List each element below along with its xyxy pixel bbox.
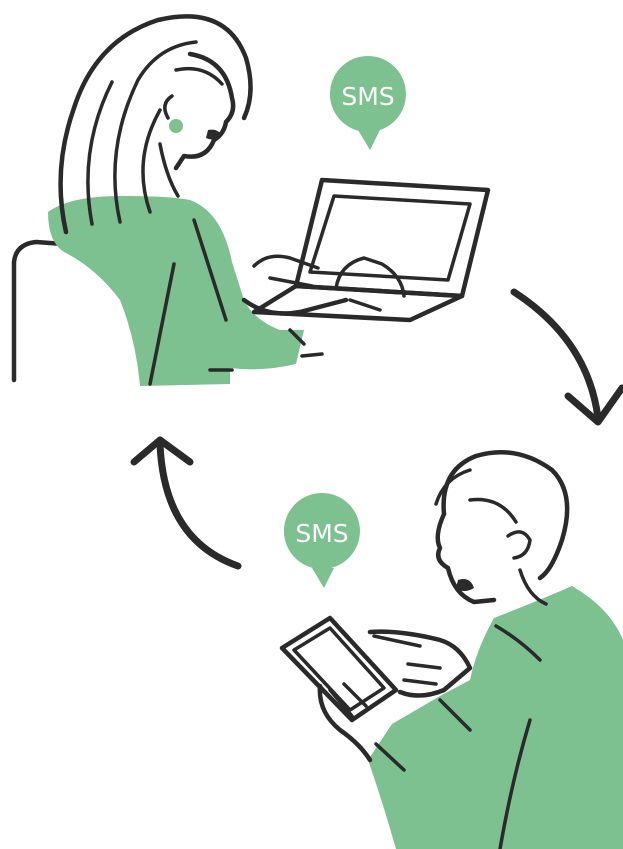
sms-bubble-bottom: SMS bbox=[284, 493, 360, 588]
man-mouth bbox=[456, 579, 474, 591]
woman-with-laptop bbox=[14, 16, 488, 386]
chair-back bbox=[14, 242, 64, 380]
arrow-clockwise-icon bbox=[514, 292, 622, 422]
laptop-screen-inner bbox=[310, 196, 470, 280]
arrow-counterclockwise-icon bbox=[134, 440, 238, 566]
woman-sweater bbox=[48, 196, 304, 386]
man-hair bbox=[444, 452, 568, 578]
man-hand-pointing bbox=[370, 632, 470, 696]
woman-hand-left bbox=[254, 256, 318, 286]
sms-label-bottom: SMS bbox=[295, 519, 348, 548]
sms-bubble-top: SMS bbox=[330, 56, 406, 150]
earring-icon bbox=[169, 119, 183, 133]
sms-label-top: SMS bbox=[341, 82, 394, 111]
man-ear bbox=[508, 532, 530, 558]
man-hair-line bbox=[470, 499, 516, 522]
smartphone-screen bbox=[294, 628, 384, 710]
hair-strand bbox=[176, 69, 222, 84]
woman-ear bbox=[165, 96, 172, 118]
